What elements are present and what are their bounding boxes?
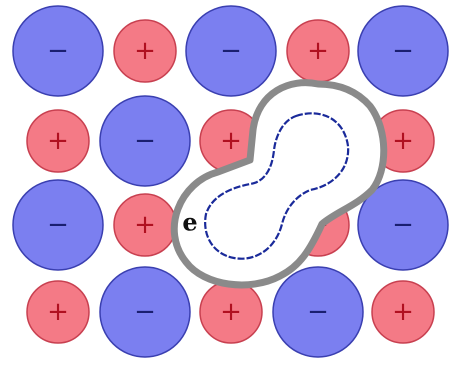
cation-symbol: +: [220, 126, 242, 156]
anion-symbol: −: [392, 36, 414, 66]
cation-symbol: +: [392, 297, 414, 327]
cation-symbol: +: [47, 297, 69, 327]
anion-symbol: −: [47, 36, 69, 66]
cation-ion: +: [287, 20, 349, 82]
cation-ion: +: [200, 281, 262, 343]
anion-ion: −: [100, 267, 190, 357]
anion-ion: −: [13, 6, 103, 96]
cation-ion: +: [27, 110, 89, 172]
anion-symbol: −: [220, 36, 242, 66]
anion-symbol: −: [134, 126, 156, 156]
cation-ion: +: [114, 20, 176, 82]
anion-ion: −: [100, 96, 190, 186]
anion-ion: −: [358, 6, 448, 96]
cation-symbol: +: [307, 36, 329, 66]
anion-ion: −: [273, 267, 363, 357]
anion-symbol: −: [47, 210, 69, 240]
cation-symbol: +: [47, 126, 69, 156]
f-center: e: [174, 83, 384, 285]
cation-ion: +: [372, 281, 434, 343]
anion-symbol: −: [392, 210, 414, 240]
anion-symbol: −: [307, 297, 329, 327]
electron-label: e: [182, 208, 197, 237]
cation-symbol: +: [134, 210, 156, 240]
anion-symbol: −: [134, 297, 156, 327]
cation-symbol: +: [220, 297, 242, 327]
cation-ion: +: [27, 281, 89, 343]
vacancy-outline: [174, 83, 384, 285]
anion-ion: −: [186, 6, 276, 96]
anion-ion: −: [13, 180, 103, 270]
cation-ion: +: [114, 194, 176, 256]
cation-symbol: +: [134, 36, 156, 66]
cation-symbol: +: [392, 126, 414, 156]
